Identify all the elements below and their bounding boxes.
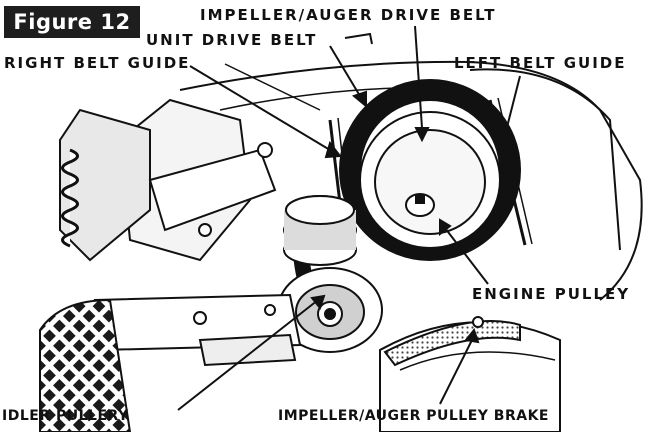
leader-brake bbox=[439, 339, 473, 405]
idler-pulley-label: IDLER PULLERY bbox=[2, 408, 129, 424]
arrowhead-engine-pulley bbox=[439, 218, 452, 237]
arrowhead-impeller-belt bbox=[414, 127, 430, 143]
arrowhead-left-guide bbox=[497, 132, 513, 151]
idler-bracket bbox=[93, 293, 302, 367]
leader-idler bbox=[177, 299, 319, 411]
left-belt-guide-label: LEFT BELT GUIDE bbox=[454, 54, 627, 72]
unit-drive-belt-label: UNIT DRIVE BELT bbox=[146, 31, 318, 49]
stacked-pulleys bbox=[283, 195, 357, 266]
arrowhead-right-guide bbox=[324, 140, 342, 159]
pulley-brake bbox=[379, 316, 561, 433]
tire-tread bbox=[39, 298, 132, 433]
arrowhead-idler bbox=[310, 294, 326, 311]
leader-right-guide-2 bbox=[224, 63, 321, 111]
leader-lines bbox=[177, 25, 521, 411]
idler-pulley-body bbox=[277, 267, 383, 353]
impeller-auger-drive-belt-label: IMPELLER/AUGER DRIVE BELT bbox=[200, 6, 497, 24]
engine-pulley-body bbox=[359, 111, 501, 249]
figure-badge: Figure 12 bbox=[4, 6, 140, 38]
impeller-auger-pulley-brake-label: IMPELLER/AUGER PULLEY BRAKE bbox=[278, 408, 549, 424]
leader-unit-belt bbox=[329, 45, 361, 97]
unit-belt-hook bbox=[344, 32, 373, 45]
leader-left-guide bbox=[504, 75, 521, 136]
leader-engine-pulley bbox=[444, 227, 489, 285]
leader-right-guide bbox=[189, 65, 331, 151]
spring-assembly bbox=[59, 108, 277, 262]
arrowhead-brake bbox=[464, 327, 480, 344]
arrowhead-unit-belt bbox=[351, 90, 367, 109]
engine-pulley-label: ENGINE PULLEY bbox=[472, 285, 631, 303]
leader-impeller-belt bbox=[414, 25, 423, 129]
right-belt-guide-label: RIGHT BELT GUIDE bbox=[4, 54, 191, 72]
